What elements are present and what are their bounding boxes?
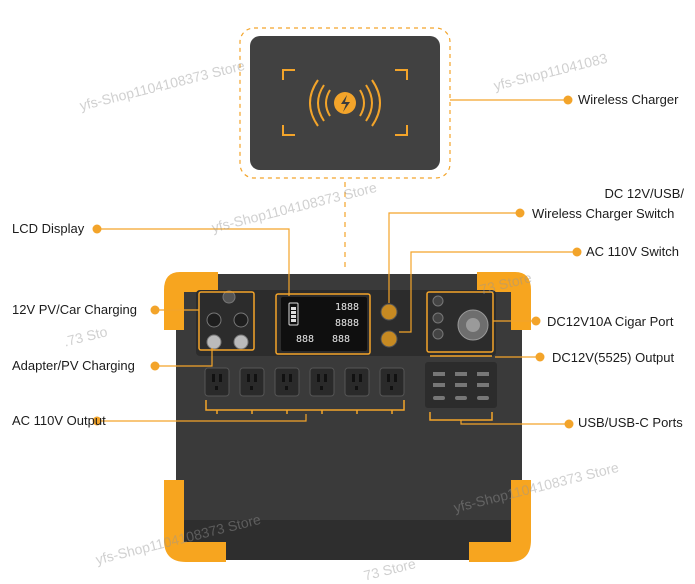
cigar-port-label: DC12V10A Cigar Port xyxy=(547,314,674,329)
wireless-charger-label: Wireless Charger xyxy=(578,92,679,107)
bumper-bottom-left xyxy=(164,480,226,562)
dc5525-output-label: DC12V(5525) Output xyxy=(552,350,675,365)
pad-corner-brackets xyxy=(282,69,408,136)
lcd-readout-bottom-left: 888 xyxy=(296,334,315,345)
lcd-readout-top: 1888 xyxy=(335,302,360,313)
callout-brackets xyxy=(198,291,494,421)
ac-outlet-slots xyxy=(212,374,397,390)
pointer-dots xyxy=(92,95,582,429)
ac-outlet-row xyxy=(204,367,405,397)
dc-switch-label-line2: Wireless Charger Switch xyxy=(532,206,675,221)
dc-switch-button[interactable] xyxy=(380,303,398,321)
wireless-wave-icon xyxy=(309,79,381,127)
lcd-readout-mid: 8888 xyxy=(335,318,360,329)
dc-switch-label-line1: DC 12V/USB/ xyxy=(604,186,684,201)
pv-car-charging-label: 12V PV/Car Charging xyxy=(12,302,138,317)
pointer-lines xyxy=(101,212,575,425)
wireless-pad-highlight xyxy=(239,27,451,179)
usb-ports-label: USB/USB-C Ports xyxy=(578,415,683,430)
ac-switch-label: AC 110V Switch xyxy=(586,244,679,259)
lcd-display-label: LCD Display xyxy=(12,221,85,236)
bumper-top-left xyxy=(164,272,218,330)
lcd-readout-bottom-right: 888 xyxy=(332,334,351,345)
adapter-pv-charging-label: Adapter/PV Charging xyxy=(12,358,135,373)
lcd-screen xyxy=(281,297,367,351)
bumper-bottom-right xyxy=(469,480,531,562)
device-base xyxy=(180,520,520,560)
ac-switch-button[interactable] xyxy=(380,330,398,348)
lightning-icon xyxy=(341,95,350,112)
bumper-top-right xyxy=(477,272,531,330)
ac-output-label: AC 110V Output xyxy=(12,413,106,428)
